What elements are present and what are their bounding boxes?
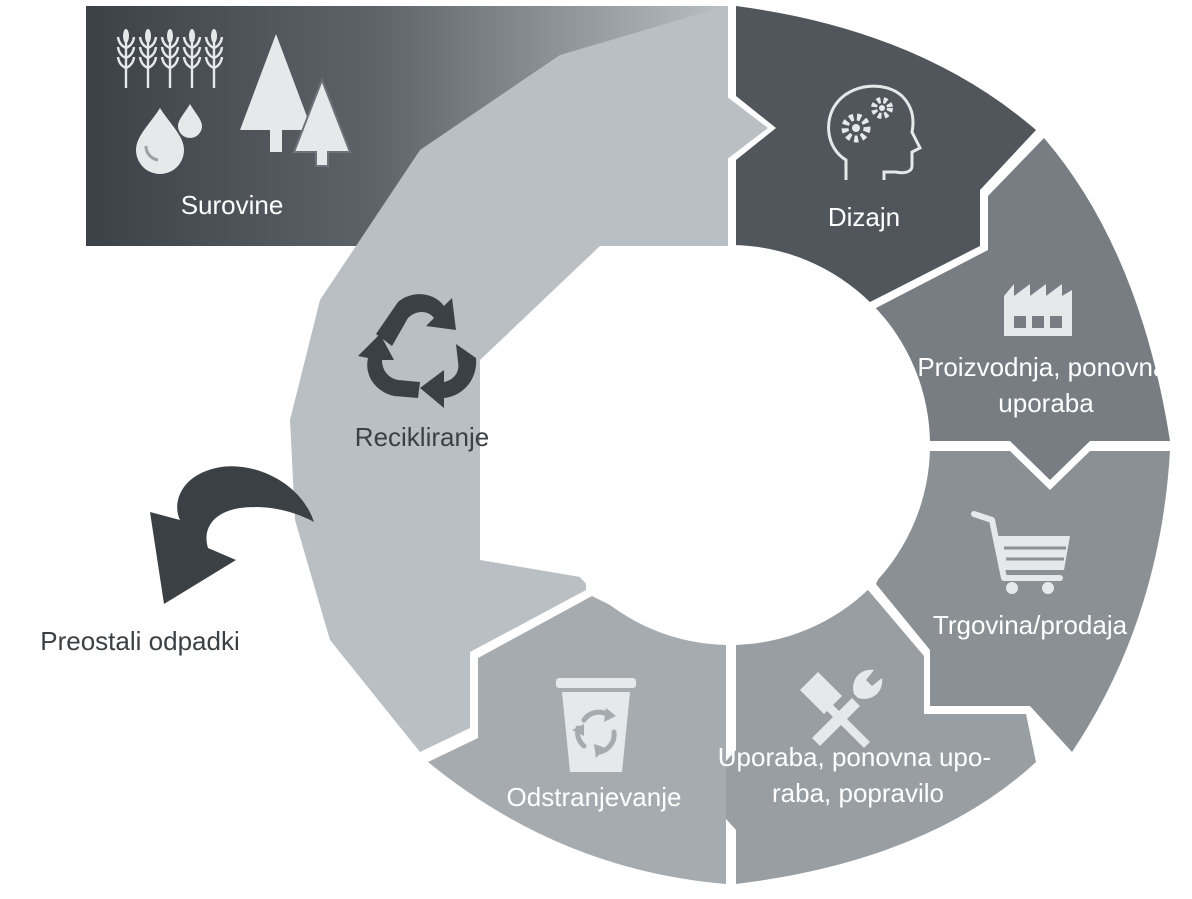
shopping-cart-icon: [971, 511, 1070, 594]
stage-label-recikliranje: Recikliranje: [355, 422, 489, 452]
segment-uporaba: [700, 590, 1036, 884]
stage-label-odstranjevanje: Odstranjevanje: [507, 782, 682, 812]
segment-trgovina: [876, 451, 1170, 752]
stage-label-dizajn: Dizajn: [828, 202, 900, 232]
recycle-bin-icon: [556, 678, 636, 772]
stage-label-proizvodnja: Proizvodnja, ponovna uporaba: [917, 352, 1174, 418]
trees-icon: [240, 34, 352, 167]
head-gears-icon: [827, 84, 923, 180]
exit-label: Preostali odpadki: [40, 626, 239, 656]
recycle-arrows-icon: [358, 294, 477, 408]
curved-arrow-icon: [150, 466, 314, 604]
stage-label-uporaba: Uporaba, ponovna upo- raba, popravilo: [718, 742, 998, 808]
source-label: Surovine: [181, 190, 284, 220]
factory-icon: [1004, 284, 1072, 336]
hammer-wrench-icon: [800, 669, 883, 748]
segment-recikliranje: [290, 6, 768, 752]
stage-label-trgovina: Trgovina/prodaja: [933, 610, 1128, 640]
segment-dizajn: [736, 6, 1036, 302]
wheat-icon: [116, 27, 224, 90]
water-drops-icon: [136, 104, 202, 174]
